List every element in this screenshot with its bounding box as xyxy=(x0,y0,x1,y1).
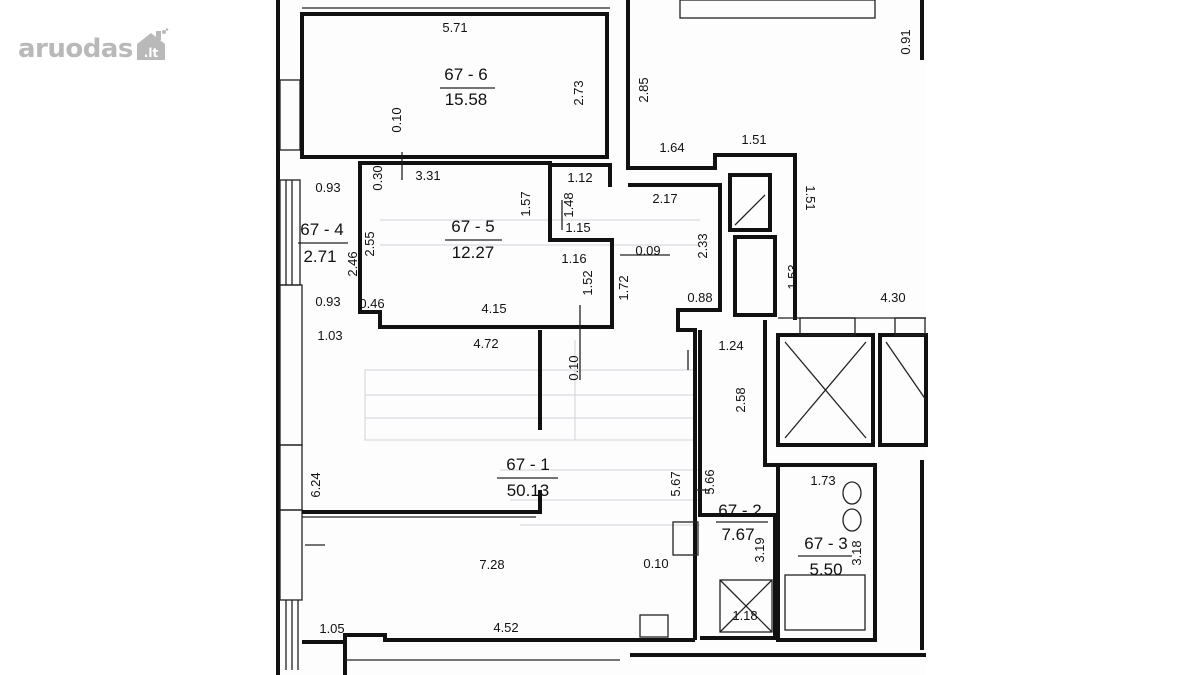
dim-label: 1.53 xyxy=(785,264,800,289)
watermark-badge: .lt xyxy=(144,46,159,60)
dim-label: 0.10 xyxy=(566,355,581,380)
room-67-2-label: 67 - 2 7.67 xyxy=(716,501,768,544)
dim-label: 1.51 xyxy=(741,132,766,147)
dim-label: 2.58 xyxy=(733,387,748,412)
room-67-5-area: 12.27 xyxy=(452,243,495,262)
elevator-shafts xyxy=(776,317,928,447)
watermark-text: aruodas xyxy=(18,34,133,64)
right-outer-wall xyxy=(679,0,924,650)
dim-label: 1.73 xyxy=(810,473,835,488)
dim-label: 3.19 xyxy=(752,537,767,562)
dim-label: 5.71 xyxy=(442,20,467,35)
room-labels: 67 - 6 15.58 67 - 5 12.27 67 - 4 2.71 67… xyxy=(298,65,852,579)
dimension-labels: 5.71 2.73 0.10 2.85 0.91 1.64 1.51 1.51 … xyxy=(308,20,913,636)
dim-label: 4.15 xyxy=(481,301,506,316)
room-67-3-id: 67 - 3 xyxy=(804,534,847,553)
room-67-3-area: 5.50 xyxy=(809,560,842,579)
dim-label: 0.91 xyxy=(898,29,913,54)
bottom-outer-wall xyxy=(302,614,926,675)
room-67-4-area: 2.71 xyxy=(303,247,336,266)
room-67-1-area: 50.13 xyxy=(507,481,550,500)
dim-label: 4.52 xyxy=(493,620,518,635)
dim-label: 2.33 xyxy=(695,233,710,258)
dim-label: 7.28 xyxy=(479,557,504,572)
room-67-4-label: 67 - 4 2.71 xyxy=(298,220,348,266)
dim-label: 1.18 xyxy=(732,608,757,623)
dim-label: 2.85 xyxy=(636,77,651,102)
dim-label: 3.18 xyxy=(849,540,864,565)
plan-paper xyxy=(276,0,926,675)
dim-label: 1.16 xyxy=(561,251,586,266)
dim-label: 3.31 xyxy=(415,168,440,183)
dim-label: 0.46 xyxy=(359,296,384,311)
dimension-markers xyxy=(305,152,710,546)
room-67-3-label: 67 - 3 5.50 xyxy=(798,534,852,579)
dim-label: 1.12 xyxy=(567,170,592,185)
dim-label: 2.73 xyxy=(571,80,586,105)
left-outer-wall xyxy=(276,0,303,675)
dim-label: 0.93 xyxy=(315,180,340,195)
dim-label: 4.72 xyxy=(473,336,498,351)
dim-label: 5.67 xyxy=(668,471,683,496)
dim-label: 4.30 xyxy=(880,290,905,305)
dim-label: 0.93 xyxy=(315,294,340,309)
hallway-walls xyxy=(302,0,797,640)
dim-label: 5.66 xyxy=(702,469,717,494)
shafts xyxy=(728,173,777,317)
dim-label: 1.72 xyxy=(616,275,631,300)
dim-label: 0.10 xyxy=(389,107,404,132)
room-67-2-id: 67 - 2 xyxy=(718,501,761,520)
dim-label: 1.51 xyxy=(803,185,818,210)
dim-label: 0.10 xyxy=(643,556,668,571)
dim-label: 1.64 xyxy=(659,140,684,155)
room-67-4-id: 67 - 4 xyxy=(300,220,343,239)
dim-label: 0.88 xyxy=(687,290,712,305)
room-67-1-label: 67 - 1 50.13 xyxy=(497,455,558,500)
dim-label: 0.30 xyxy=(370,165,385,190)
dim-label: 6.24 xyxy=(308,472,323,497)
dim-label: 1.48 xyxy=(561,192,576,217)
room-67-2-area: 7.67 xyxy=(721,525,754,544)
room-67-5-label: 67 - 5 12.27 xyxy=(445,217,502,262)
dim-label: 2.55 xyxy=(362,231,377,256)
aruodas-watermark: aruodas .lt xyxy=(18,28,169,62)
room-67-6-label: 67 - 6 15.58 xyxy=(440,65,495,109)
room-67-6-id: 67 - 6 xyxy=(444,65,487,84)
dim-label: 1.57 xyxy=(518,191,533,216)
house-logo-icon: .lt xyxy=(135,28,169,62)
room-67-2-walls xyxy=(672,330,777,640)
room-67-5-id: 67 - 5 xyxy=(451,217,494,236)
room-67-3-walls xyxy=(763,320,877,642)
room-67-5-walls xyxy=(358,161,614,329)
room-67-1-id: 67 - 1 xyxy=(506,455,549,474)
dim-label: 1.52 xyxy=(580,270,595,295)
dim-label: 2.46 xyxy=(345,251,360,276)
dim-label: 1.03 xyxy=(317,328,342,343)
dim-label: 1.05 xyxy=(319,621,344,636)
room-67-6-walls xyxy=(300,7,610,159)
dim-label: 1.24 xyxy=(718,338,743,353)
dim-label: 2.17 xyxy=(652,191,677,206)
dim-label: 0.09 xyxy=(635,243,660,258)
room-67-6-area: 15.58 xyxy=(445,90,488,109)
dim-label: 1.15 xyxy=(565,220,590,235)
